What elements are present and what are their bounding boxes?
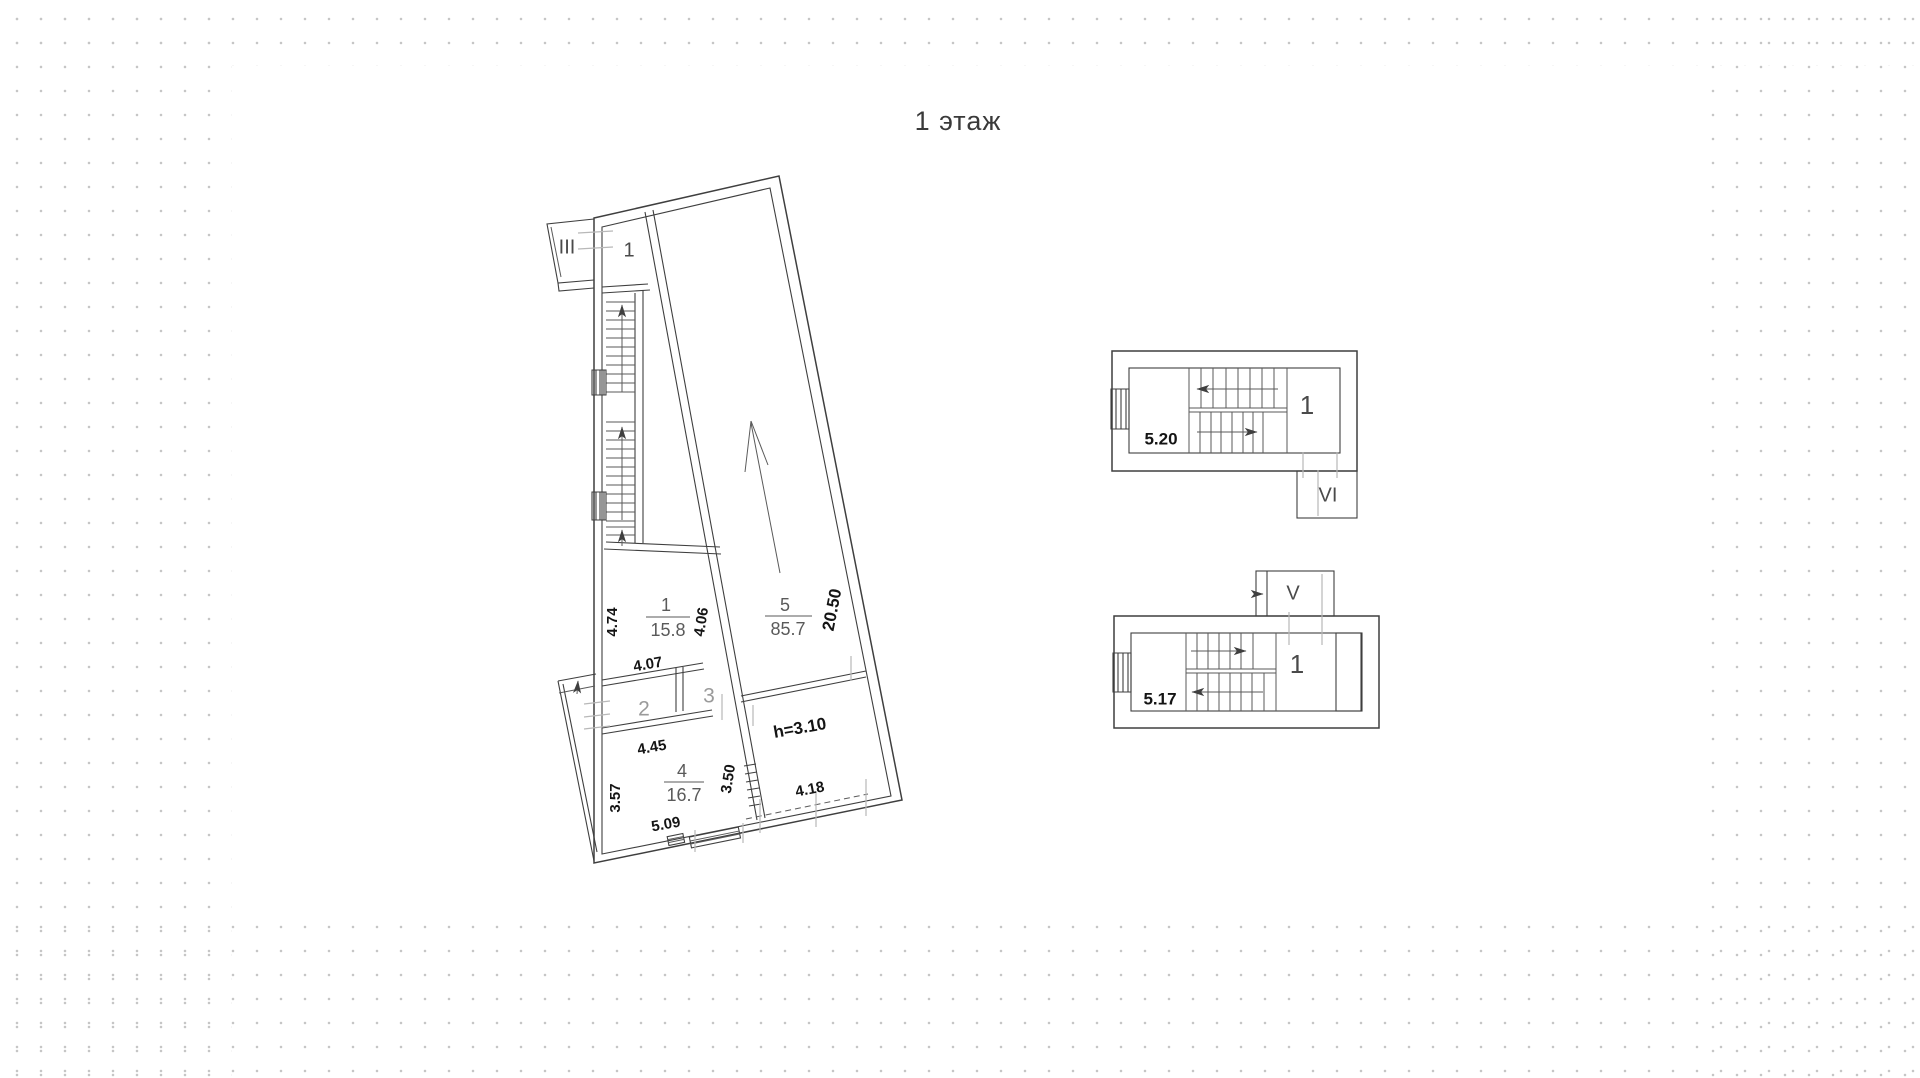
dim-4-18: 4.18 (794, 778, 826, 800)
page-title: 1 этаж (914, 106, 1002, 136)
stairwell (601, 283, 722, 555)
dim-20-50: 20.50 (819, 587, 846, 632)
detail-top-outer-wall (1111, 350, 1358, 472)
outer-wall (593, 175, 903, 864)
hall-label: 1 (623, 239, 634, 261)
dim-3-57: 3.57 (607, 783, 624, 812)
stair-treads-flight2 (606, 421, 635, 522)
room4-area: 16.7 (666, 785, 701, 805)
diagonal-wall-vent (743, 763, 762, 807)
detail-top-stairs (1188, 368, 1288, 453)
main-building-plan: III 1 1 15.8 2 3 4 16.7 5 85.7 h=3.10 4.… (546, 175, 903, 864)
inner-wall (601, 187, 892, 855)
room5-divider-wall (740, 670, 867, 703)
dot-grid-right (1696, 0, 1920, 1078)
ramp-up-arrow (572, 680, 582, 695)
stair-treads-flight1 (606, 301, 635, 393)
room5-direction-arrow (744, 420, 781, 574)
detail-bottom-outer-wall (1113, 615, 1380, 729)
room4-number: 4 (677, 761, 687, 781)
stair-treads-flight3 (606, 526, 635, 536)
detail-bottom-door-ticks (1288, 574, 1323, 645)
detail-top-door-ticks (1302, 452, 1338, 516)
porch-iii (546, 218, 595, 292)
detail-bottom-shaft (1335, 632, 1362, 712)
dim-5-09: 5.09 (650, 814, 682, 836)
detail-bottom-stairs (1185, 633, 1277, 711)
room3-number: 3 (703, 685, 715, 708)
dim-4-06: 4.06 (691, 606, 712, 638)
diagonal-wall (644, 209, 766, 821)
detail-top-vestibule-label: VI (1319, 484, 1338, 506)
room2-number: 2 (638, 698, 650, 721)
room5-number: 5 (780, 595, 790, 615)
detail-top-room-label: 1 (1300, 390, 1314, 420)
room1-number: 1 (661, 595, 671, 615)
bottom-wall-window (688, 826, 742, 849)
detail-bottom-width-label: 5.17 (1143, 689, 1176, 708)
detail-top-window (1110, 388, 1130, 430)
dim-4-07: 4.07 (632, 654, 664, 676)
detail-bottom-room-label: 1 (1290, 649, 1304, 679)
detail-bottom-window (1112, 652, 1132, 693)
bottom-wall-window-small (666, 832, 686, 847)
h-room-dash-line (745, 793, 869, 820)
room1-area: 15.8 (650, 620, 685, 640)
dim-4-74: 4.74 (604, 607, 621, 637)
detail-bottom-vestibule-box (1250, 570, 1335, 617)
dim-4-45: 4.45 (636, 737, 668, 759)
height-note: h=3.10 (772, 714, 828, 742)
dot-grid-left (0, 0, 232, 1078)
detail-top-width-label: 5.20 (1144, 429, 1177, 448)
detail-bottom-vestibule-label: V (1286, 582, 1300, 604)
entrance-ramp (557, 673, 598, 862)
dot-grid-bottom (0, 908, 1920, 1078)
porch-label: III (559, 236, 576, 258)
detail-top-vestibule-box (1296, 470, 1358, 519)
left-wall-windows (591, 369, 607, 521)
gray-ticks (577, 230, 867, 852)
dot-grid-top (0, 0, 1920, 66)
room5-area: 85.7 (770, 619, 805, 639)
rooms-2-3-walls (601, 662, 714, 735)
stair-detail-bottom: 5.17 1 V (1112, 570, 1380, 729)
main-plan-labels: III 1 1 15.8 2 3 4 16.7 5 85.7 h=3.10 4.… (559, 236, 846, 835)
stair-detail-top: 5.20 1 VI (1110, 350, 1358, 519)
dim-3-50: 3.50 (718, 763, 739, 795)
